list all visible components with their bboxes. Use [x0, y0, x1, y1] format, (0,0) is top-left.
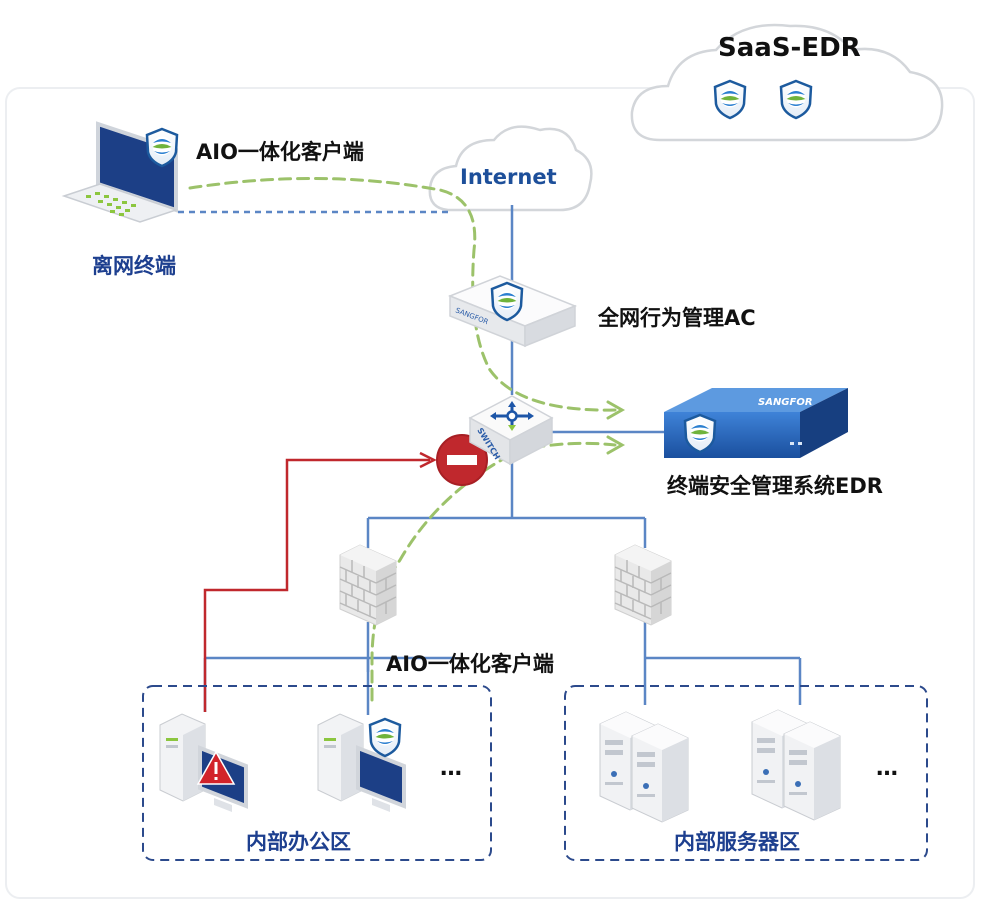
- edr-shield-icon: [368, 717, 402, 758]
- saas-title: SaaS-EDR: [718, 33, 861, 63]
- ac-label: 全网行为管理AC: [598, 306, 756, 330]
- offline-client-label: AIO一体化客户端: [196, 140, 364, 164]
- warning-icon: [196, 750, 236, 785]
- edr-shield-icon: [145, 127, 179, 168]
- offline-terminal-label: 离网终端: [92, 254, 176, 278]
- blocked-path: [203, 458, 430, 712]
- office-zone-box: [142, 685, 492, 861]
- arrow-heads: [606, 400, 626, 455]
- office-zone-label: 内部办公区: [246, 830, 351, 854]
- edr-shield-icon: [683, 413, 717, 454]
- edr-shield-icon: [713, 79, 747, 120]
- more-office-devices: …: [440, 756, 463, 781]
- edr-shield-icon: [779, 79, 813, 120]
- server-zone-label: 内部服务器区: [674, 830, 800, 854]
- internet-cloud: [428, 125, 593, 212]
- edr-brand-text: SANGFOR: [758, 397, 813, 408]
- server-icon: [631, 723, 689, 823]
- internet-label: Internet: [460, 165, 557, 189]
- office-client-label: AIO一体化客户端: [386, 652, 554, 676]
- server-zone-box: [564, 685, 928, 861]
- saas-cloud: [630, 23, 944, 142]
- pc-infected-icon: [159, 713, 248, 812]
- firewall-icon: [339, 544, 397, 626]
- outer-frame: [5, 87, 975, 899]
- firewall-icon: [614, 544, 672, 626]
- block-icon: [436, 434, 488, 486]
- pc-protected-icon: [317, 713, 406, 812]
- server-icon: [783, 721, 841, 821]
- edr-shield-icon: [490, 281, 524, 322]
- edr-label: 终端安全管理系统EDR: [667, 474, 883, 498]
- more-server-devices: …: [876, 756, 899, 781]
- blocked-arrowhead: [419, 451, 437, 469]
